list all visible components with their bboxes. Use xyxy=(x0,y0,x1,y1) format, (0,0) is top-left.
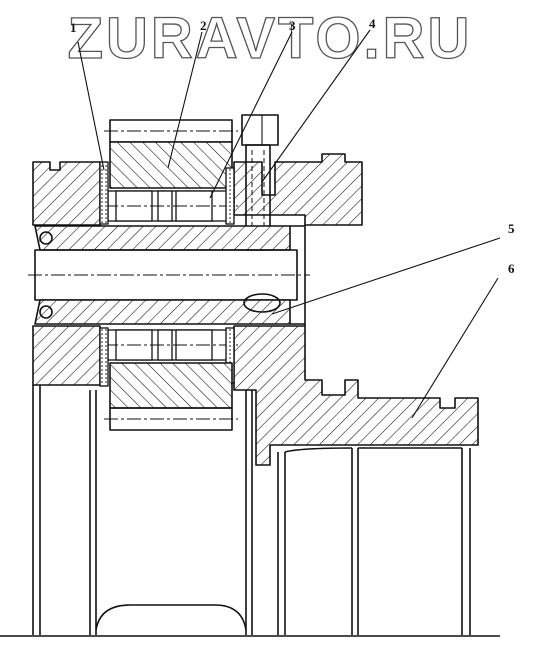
callout-label-1: 1 xyxy=(70,20,77,35)
callout-label-5: 5 xyxy=(508,221,515,236)
callout-label-2: 2 xyxy=(200,18,207,33)
callout-label-6: 6 xyxy=(508,261,515,276)
needle-rollers-upper xyxy=(104,190,238,222)
callout-label-4: 4 xyxy=(369,16,376,31)
housing-lower xyxy=(32,225,479,466)
seal-rings-upper xyxy=(99,161,235,225)
callout-label-3: 3 xyxy=(289,18,296,33)
callout-leaders xyxy=(77,29,501,419)
housing-upper xyxy=(32,153,363,226)
watermark-logo: ZURAVTO.RU xyxy=(68,6,473,71)
gear-lower xyxy=(104,362,238,431)
needle-rollers-lower xyxy=(104,329,238,361)
wheel-body xyxy=(0,385,500,637)
axle-shaft xyxy=(28,225,310,325)
gear-upper xyxy=(104,119,238,189)
